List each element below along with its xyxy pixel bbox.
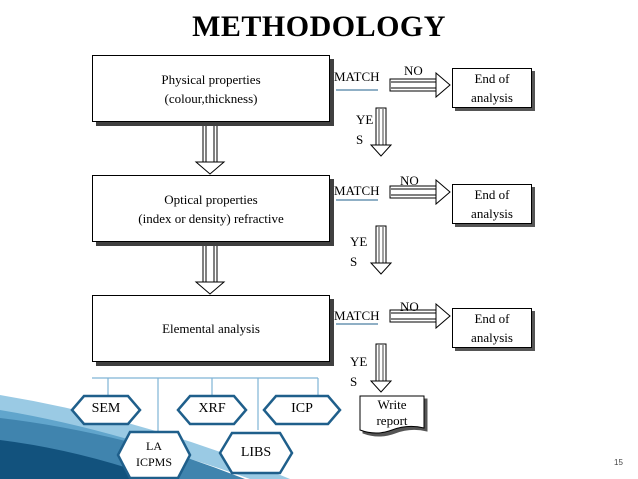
step-line1: Optical properties [164, 191, 258, 207]
yes-line2: S [350, 254, 358, 269]
la-line1: LA [146, 439, 162, 453]
yes-line1: YE [350, 234, 368, 249]
step-box-physical: Physical properties (colour,thickness) [92, 55, 330, 122]
end-line1: End of [474, 71, 510, 86]
write-line1: Write [377, 397, 407, 412]
hex-icp [262, 394, 342, 426]
no-label-2: NO [400, 173, 419, 188]
yes-line1: YE [350, 354, 368, 369]
technique-libs: LIBS [240, 445, 272, 460]
yes-arrow-3 [369, 343, 393, 393]
end-line2: analysis [471, 330, 513, 345]
end-line2: analysis [471, 90, 513, 105]
technique-sem: SEM [91, 401, 121, 416]
page-number: 15 [614, 458, 623, 467]
end-line1: End of [474, 311, 510, 326]
yes-line2: S [356, 132, 364, 147]
technique-la-icpms: LA ICPMS [118, 438, 190, 470]
down-arrow-2 [194, 241, 226, 295]
yes-line1: YE [356, 112, 374, 127]
technique-xrf: XRF [198, 401, 226, 416]
decor-swoosh-dark [0, 440, 160, 479]
hex-la-icpms [116, 430, 192, 479]
no-arrow-3 [389, 302, 451, 330]
yes-arrow-2 [369, 225, 393, 275]
step-line1: Elemental analysis [162, 321, 260, 336]
end-box-1: End of analysis [452, 68, 532, 108]
end-box-2: End of analysis [452, 184, 532, 224]
yes-label-2: YE S [350, 232, 367, 272]
no-arrow-1 [389, 71, 451, 99]
step-box-elemental: Elemental analysis [92, 295, 330, 362]
down-arrow-1 [194, 121, 226, 175]
yes-arrow-1 [369, 107, 393, 157]
step-line2: (index or density) refractive [138, 210, 284, 226]
hex-xrf [176, 394, 248, 426]
slide-title: METHODOLOGY [192, 10, 446, 43]
yes-line2: S [350, 374, 358, 389]
no-label-3: NO [400, 299, 419, 314]
step-box-optical: Optical properties (index or density) re… [92, 175, 330, 242]
no-label-1: NO [404, 63, 423, 78]
la-line2: ICPMS [135, 455, 173, 469]
match-label-1: MATCH [334, 69, 380, 84]
end-line2: analysis [471, 206, 513, 221]
yes-label-3: YE S [350, 352, 367, 392]
step-line2: (colour,thickness) [164, 90, 258, 106]
hex-libs [218, 431, 294, 475]
yes-label-1: YE S [356, 110, 373, 150]
no-arrow-2 [389, 178, 451, 206]
write-line2: report [376, 413, 408, 428]
technique-connectors [92, 377, 319, 432]
match-label-2: MATCH [334, 183, 380, 198]
match-label-3: MATCH [334, 308, 380, 323]
end-line1: End of [474, 187, 510, 202]
write-report-label: Write report [360, 397, 424, 429]
hex-sem [70, 394, 142, 426]
end-box-3: End of analysis [452, 308, 532, 348]
step-line1: Physical properties [161, 71, 261, 87]
write-report-shape [359, 395, 425, 434]
technique-icp: ICP [291, 401, 313, 416]
